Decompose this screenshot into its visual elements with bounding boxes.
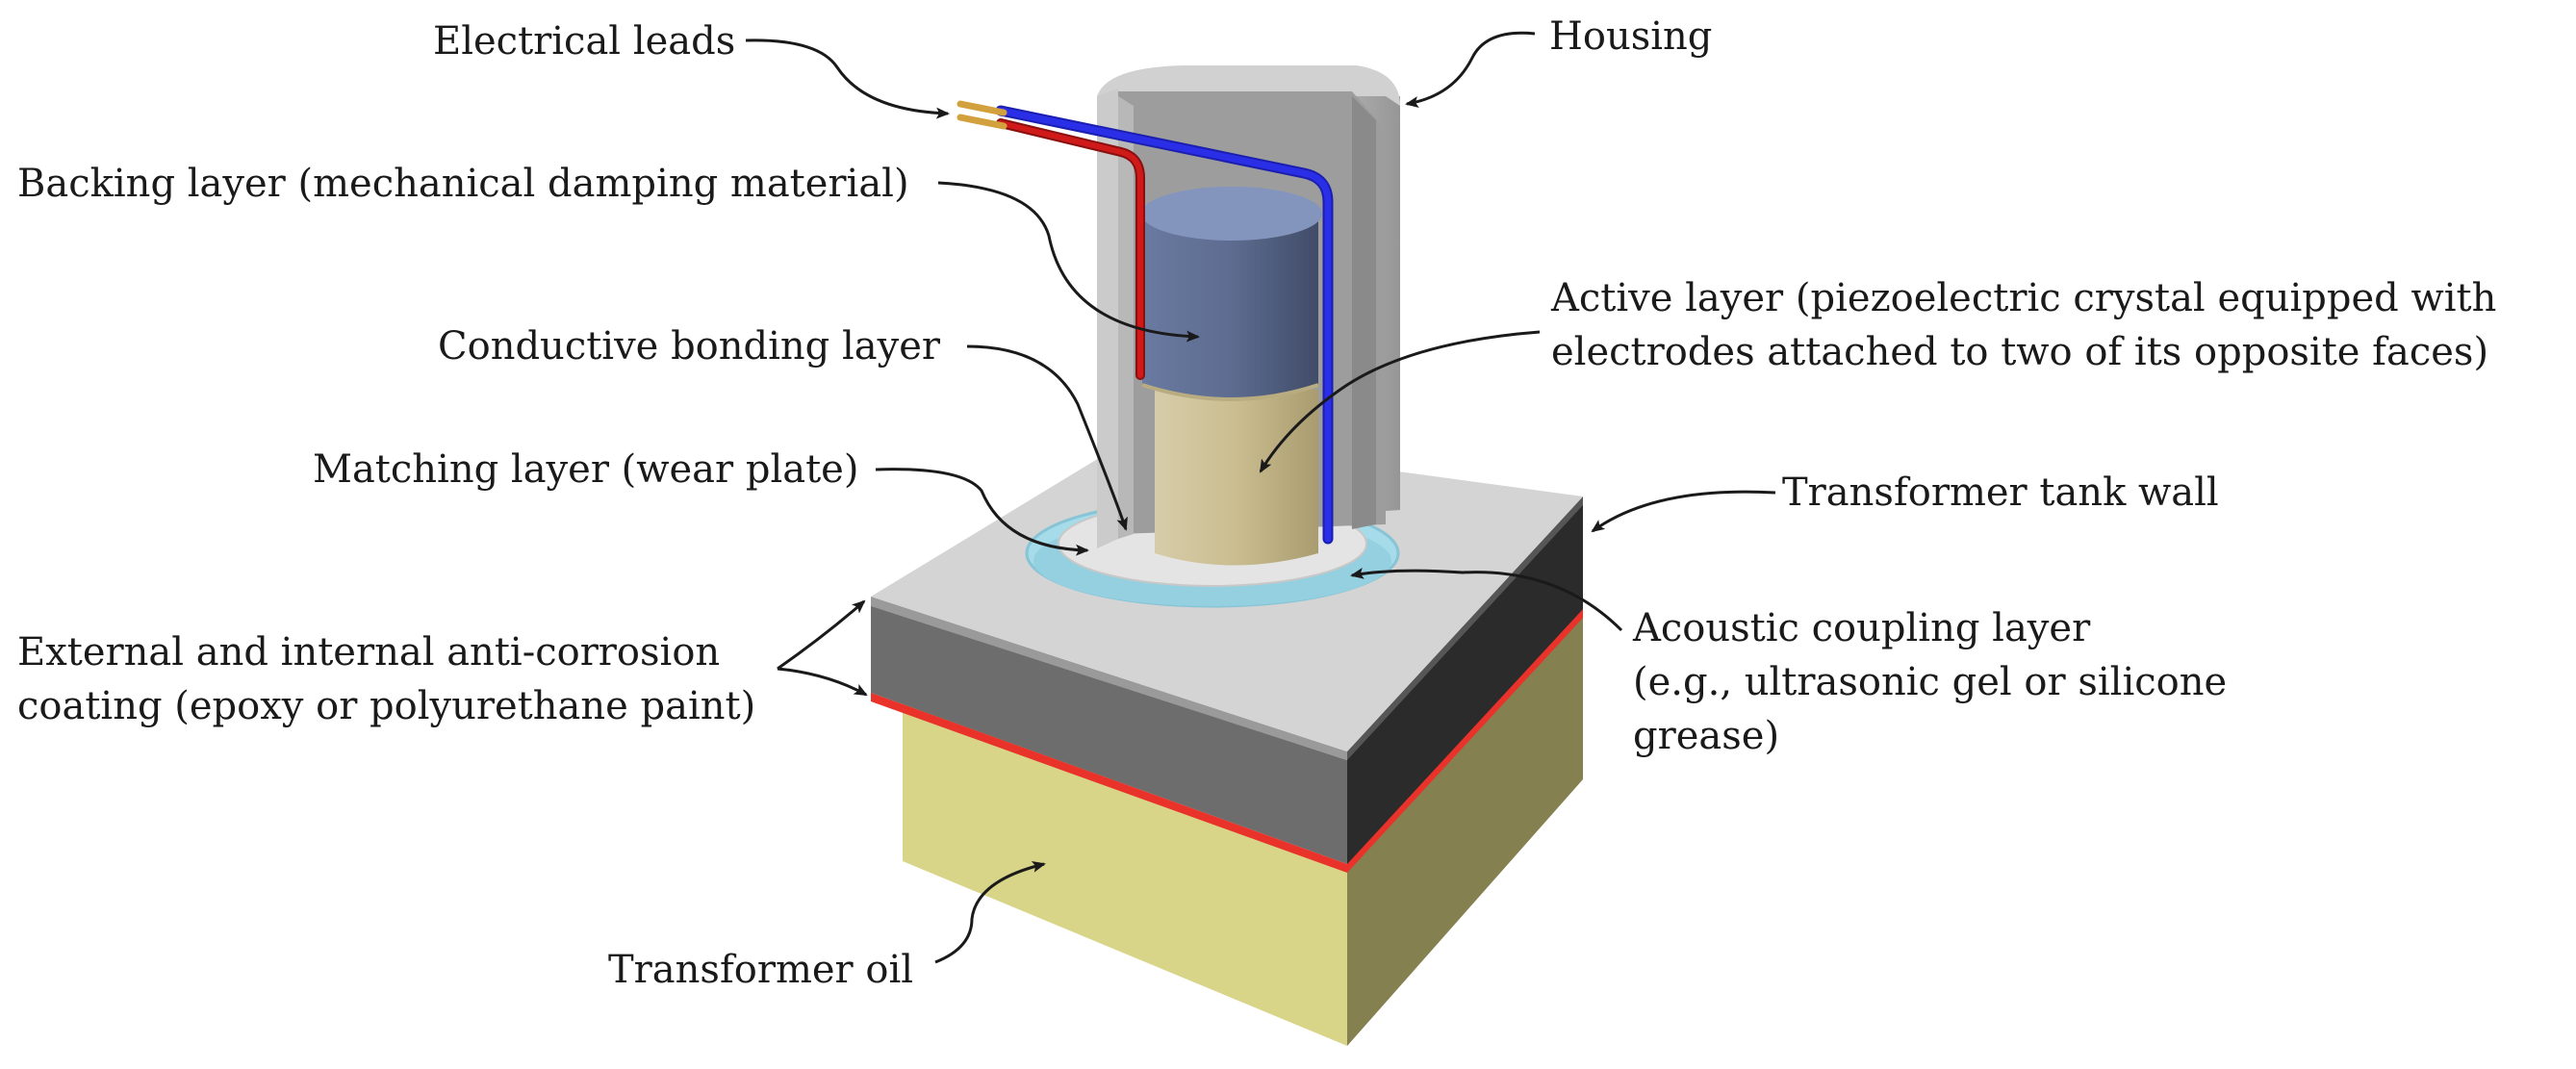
- coating-side-face: [1347, 505, 1583, 866]
- leader-acoustic-coupling: [1350, 567, 1623, 632]
- transformer-tank-block: [871, 436, 1583, 1046]
- leader-lines: [745, 31, 1776, 964]
- outer-coating-side: [1347, 496, 1583, 760]
- lead-red-highlight: [998, 120, 1143, 378]
- backing-bottom-edge: [1141, 383, 1319, 401]
- piezo-stack: [1141, 187, 1322, 566]
- label-active-layer: Active layer (piezoelectric crystal equi…: [1551, 271, 2496, 379]
- lead-tip-lower: [956, 114, 1007, 130]
- label-conductive-bonding-layer: Conductive bonding layer: [438, 324, 941, 369]
- leader-transformer-oil: [934, 861, 1046, 964]
- outer-coating-front: [871, 597, 1347, 760]
- leader-anti-corrosion-outer: [777, 599, 866, 671]
- inner-coating-strip: [871, 609, 1583, 873]
- label-matching-layer: Matching layer (wear plate): [313, 447, 859, 492]
- label-transformer-oil: Transformer oil: [608, 948, 914, 992]
- label-anti-corrosion-line2: coating (epoxy or polyurethane paint): [17, 684, 756, 728]
- leader-conductive-bonding: [966, 344, 1128, 531]
- label-electrical-leads: Electrical leads: [433, 19, 736, 64]
- leader-tank-wall: [1591, 490, 1776, 533]
- label-anti-corrosion-coating: External and internal anti-corrosion coa…: [17, 625, 755, 733]
- lead-tip-upper: [956, 100, 1007, 116]
- label-transformer-tank-wall: Transformer tank wall: [1782, 471, 2219, 515]
- label-anti-corrosion-line1: External and internal anti-corrosion: [17, 630, 721, 674]
- backing-body: [1142, 216, 1318, 399]
- electrical-leads: [956, 100, 1334, 545]
- tank-wall-front-face: [871, 604, 1347, 864]
- label-backing-layer: Backing layer (mechanical damping materi…: [17, 162, 909, 206]
- leader-matching-layer: [875, 468, 1089, 556]
- label-acoustic-coupling-layer: Acoustic coupling layer (e.g., ultrasoni…: [1633, 601, 2227, 763]
- leader-electrical-leads: [745, 38, 950, 119]
- label-active-layer-line1: Active layer (piezoelectric crystal equi…: [1551, 276, 2497, 320]
- oil-front-face: [903, 698, 1347, 1046]
- leader-active-layer: [1259, 330, 1541, 473]
- housing-cut-face-left: [1097, 89, 1118, 548]
- label-acoustic-coupling-line2: (e.g., ultrasonic gel or silicone: [1633, 660, 2228, 704]
- oil-side-face: [1347, 611, 1583, 1046]
- label-acoustic-coupling-line1: Acoustic coupling layer: [1633, 606, 2091, 650]
- leader-housing: [1405, 31, 1536, 108]
- label-housing: Housing: [1549, 14, 1713, 59]
- housing-inner-step: [1118, 96, 1134, 539]
- active-crystal-body: [1155, 390, 1318, 566]
- housing-inner-wall-right: [1352, 96, 1376, 529]
- label-active-layer-line2: electrodes attached to two of its opposi…: [1551, 330, 2489, 374]
- leader-anti-corrosion-inner: [777, 667, 868, 697]
- leader-backing-layer: [937, 181, 1200, 343]
- backing-top: [1141, 187, 1322, 241]
- lead-blue-highlight: [997, 107, 1332, 543]
- label-acoustic-coupling-line3: grease): [1633, 714, 1780, 758]
